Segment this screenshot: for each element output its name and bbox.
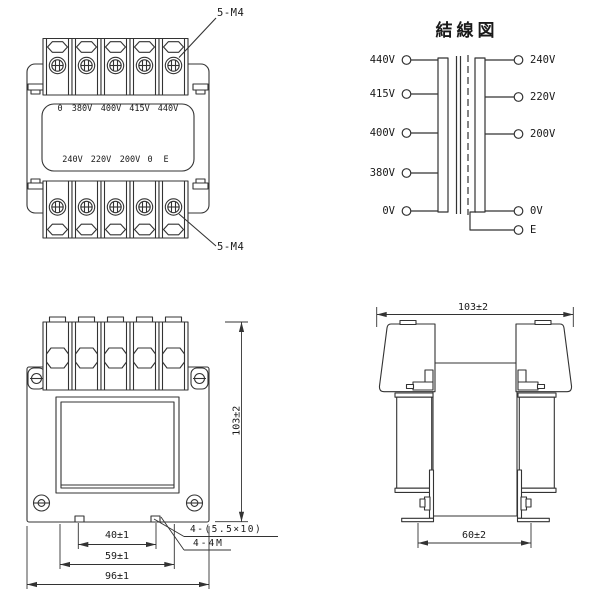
front-hole-pitch-dimension: 40±1 <box>104 530 130 541</box>
nameplate-label: 0 <box>147 154 153 165</box>
terminal-lugs-side <box>405 369 546 391</box>
nameplate-label: 0 <box>57 103 63 114</box>
secondary-tap-label: 200V <box>530 128 556 140</box>
nameplate-label: 240V <box>62 154 83 165</box>
primary-tap-label: 380V <box>369 167 395 179</box>
callout-5m4-top: 5-M4 <box>217 7 245 19</box>
terminal-strip-front <box>42 316 189 391</box>
primary-tap-label: 440V <box>369 54 395 66</box>
secondary-tap-label: 220V <box>530 91 556 103</box>
front-width-dimension: 96±1 <box>104 570 130 582</box>
secondary-winding <box>474 57 486 213</box>
top-view-drawing <box>26 17 217 247</box>
leader-bottom-m4 <box>178 213 217 247</box>
nameplate-label: E <box>163 154 169 165</box>
secondary-tap-label: E <box>530 224 537 236</box>
clamp-steps <box>27 83 209 190</box>
side-width-dimension: 103±2 <box>457 302 489 313</box>
primary-winding <box>437 57 449 213</box>
front-view-dimensions <box>26 321 278 589</box>
terminal-strip-bottom <box>42 180 189 239</box>
nameplate-label: 380V <box>71 103 93 114</box>
terminal-strip-top <box>42 37 189 96</box>
mounting-ears <box>27 367 209 390</box>
side-view-dimensions <box>376 307 574 548</box>
nameplate-label: 220V <box>90 154 112 165</box>
side-foot-pitch-dimension: 60±2 <box>461 529 487 541</box>
nameplate-label: 415V <box>129 103 150 114</box>
secondary-tap-label: 240V <box>530 54 556 66</box>
secondary-terminals <box>469 55 524 235</box>
leader-hole-callout <box>160 516 185 551</box>
nameplate-label: 400V <box>100 103 122 114</box>
mount-slot-right <box>150 515 161 523</box>
mount-hole-callout: 4-4M <box>193 538 224 549</box>
terminal-blocks-side <box>378 319 573 393</box>
mounting-brackets-side <box>401 469 550 523</box>
front-slot-pitch-dimension: 59±1 <box>104 551 130 562</box>
primary-tap-label: 415V <box>369 88 395 100</box>
secondary-tap-label: 0V <box>530 205 543 217</box>
mount-slot-callout: 4-(5.5×10) <box>190 524 263 535</box>
mount-slot-left <box>74 515 85 523</box>
callout-5m4-bottom: 5-M4 <box>217 241 245 253</box>
leader-top-m4 <box>178 17 217 58</box>
coils-side <box>394 392 557 493</box>
front-view-drawing <box>26 316 278 589</box>
primary-terminals <box>401 55 438 216</box>
primary-tap-label: 400V <box>369 127 395 139</box>
nameplate-label: 440V <box>157 103 179 114</box>
core-window <box>55 396 180 494</box>
core-side-view <box>432 362 518 517</box>
wiring-diagram-title: 結線図 <box>435 21 499 41</box>
nameplate-label: 200V <box>119 154 141 165</box>
earth-lead <box>469 211 514 231</box>
wiring-diagram-drawing <box>401 55 524 235</box>
front-height-dimension: 103±2 <box>231 405 243 436</box>
primary-tap-label: 0V <box>382 205 395 217</box>
side-view-drawing <box>376 307 574 548</box>
nameplate-outline <box>41 103 195 172</box>
core-lines <box>455 55 469 215</box>
